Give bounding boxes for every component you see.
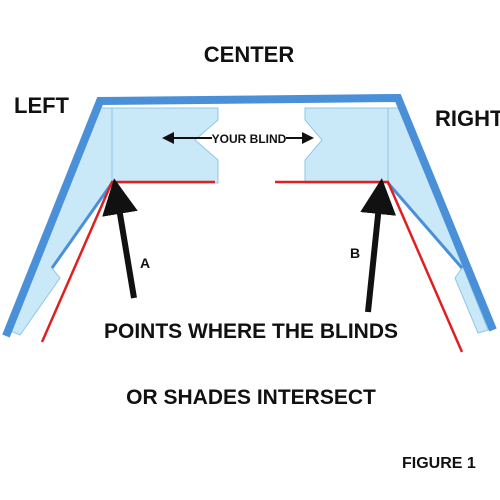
right-label: RIGHT (435, 106, 500, 131)
center-right-blind-panel (304, 107, 389, 184)
point-b-label: B (350, 245, 360, 261)
intersect-note-line2: OR SHADES INTERSECT (126, 386, 376, 409)
center-label: CENTER (204, 42, 295, 67)
window-frame-inner-right (386, 182, 464, 269)
window-frame (2, 93, 497, 338)
your-blind-label: YOUR BLIND (212, 132, 287, 146)
arrow-a (102, 178, 138, 299)
window-frame-inner-left (50, 182, 114, 269)
left-label: LEFT (14, 93, 70, 118)
center-left-blind-panel (111, 107, 219, 184)
point-a-label: A (140, 255, 150, 271)
figure-label: FIGURE 1 (402, 455, 476, 472)
arrow-b (360, 178, 397, 313)
intersect-note-line1: POINTS WHERE THE BLINDS (104, 320, 398, 343)
